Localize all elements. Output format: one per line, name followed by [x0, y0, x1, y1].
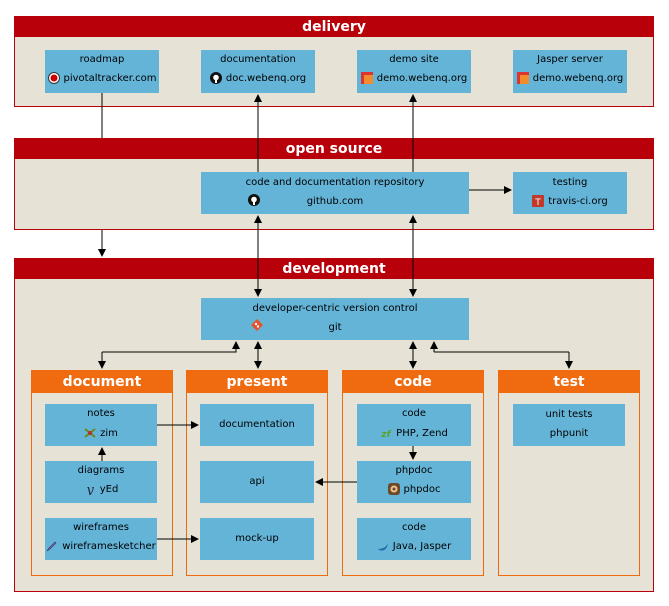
- roadmap-label: roadmap: [79, 54, 125, 65]
- java-code-value: Java, Jasper: [392, 540, 452, 552]
- svg-text:T: T: [534, 198, 541, 207]
- testing-box[interactable]: testing T travis-ci.org: [513, 172, 627, 214]
- repository-value: github.com: [306, 196, 364, 207]
- phpdoc-box[interactable]: phpdoc phpdoc: [357, 461, 471, 503]
- unit-tests-box[interactable]: unit tests phpunit: [513, 404, 625, 446]
- demo-site-value: demo.webenq.org: [376, 72, 468, 84]
- vcs-to-document-line: [102, 342, 237, 353]
- zend-icon: zf: [381, 430, 392, 439]
- php-code-box[interactable]: code zf PHP, Zend: [357, 404, 471, 446]
- documentation-site-label: documentation: [220, 54, 296, 65]
- documentation-site-value: doc.webenq.org: [225, 72, 307, 84]
- diagrams-label: diagrams: [77, 465, 125, 476]
- documentation-site-box[interactable]: documentation doc.webenq.org: [201, 50, 315, 93]
- git-icon: [251, 319, 263, 331]
- phpdoc-value: phpdoc: [403, 483, 441, 495]
- php-code-value: PHP, Zend: [396, 427, 448, 439]
- present-documentation-box[interactable]: documentation: [200, 404, 314, 446]
- repository-label: code and documentation repository: [245, 177, 425, 188]
- development-title: development: [15, 259, 653, 279]
- notes-label: notes: [87, 408, 115, 419]
- test-title: test: [499, 371, 639, 393]
- travis-ci-icon: T: [532, 195, 545, 207]
- java-code-label: code: [401, 522, 427, 533]
- mockup-label: mock-up: [235, 533, 279, 544]
- demo-site-box[interactable]: demo site demo.webenq.org: [357, 50, 471, 93]
- notes-value: zim: [100, 427, 118, 439]
- wireframes-box[interactable]: wireframes wireframesketcher: [45, 518, 157, 560]
- wireframes-label: wireframes: [73, 522, 129, 533]
- version-control-label: developer-centric version control: [252, 303, 418, 314]
- present-documentation-label: documentation: [219, 419, 295, 430]
- roadmap-box[interactable]: roadmap pivotaltracker.com: [45, 50, 159, 93]
- java-icon: [377, 543, 388, 551]
- demo-site-label: demo site: [389, 54, 439, 65]
- phpdoc-icon: [387, 483, 400, 495]
- notes-box[interactable]: notes zim: [45, 404, 157, 446]
- version-control-box[interactable]: developer-centric version control git: [201, 298, 469, 340]
- php-code-label: code: [401, 408, 427, 419]
- present-title: present: [187, 371, 327, 393]
- zim-icon: [84, 428, 96, 438]
- webenq-icon: [516, 72, 529, 84]
- jasper-server-box[interactable]: Jasper server demo.webenq.org: [513, 50, 627, 93]
- delivery-title: delivery: [15, 17, 653, 37]
- code-title: code: [343, 371, 483, 393]
- svg-text:zf: zf: [381, 430, 392, 439]
- roadmap-value: pivotaltracker.com: [63, 72, 157, 84]
- open-source-title: open source: [15, 139, 653, 159]
- diagrams-box[interactable]: diagrams y yEd: [45, 461, 157, 503]
- java-code-box[interactable]: code Java, Jasper: [357, 518, 471, 560]
- pivotal-tracker-icon: [47, 72, 60, 84]
- unit-tests-value: phpunit: [549, 428, 589, 439]
- testing-value: travis-ci.org: [548, 195, 608, 207]
- repository-box[interactable]: code and documentation repository github…: [201, 172, 469, 214]
- github-icon: [209, 72, 222, 84]
- api-label: api: [249, 476, 265, 487]
- yed-icon: y: [85, 483, 94, 495]
- diagrams-value: yEd: [99, 483, 119, 495]
- testing-label: testing: [552, 177, 588, 188]
- document-title: document: [32, 371, 172, 393]
- jasper-server-value: demo.webenq.org: [532, 72, 624, 84]
- webenq-icon: [360, 72, 373, 84]
- github-icon: [248, 194, 260, 206]
- pencil-icon: [47, 541, 57, 552]
- mockup-box[interactable]: mock-up: [200, 518, 314, 560]
- jasper-server-label: Jasper server: [537, 54, 603, 65]
- phpdoc-label: phpdoc: [395, 465, 433, 476]
- svg-text:y: y: [85, 483, 94, 495]
- wireframes-value: wireframesketcher: [62, 540, 156, 552]
- api-box[interactable]: api: [200, 461, 314, 503]
- version-control-value: git: [328, 322, 342, 333]
- unit-tests-label: unit tests: [545, 409, 593, 420]
